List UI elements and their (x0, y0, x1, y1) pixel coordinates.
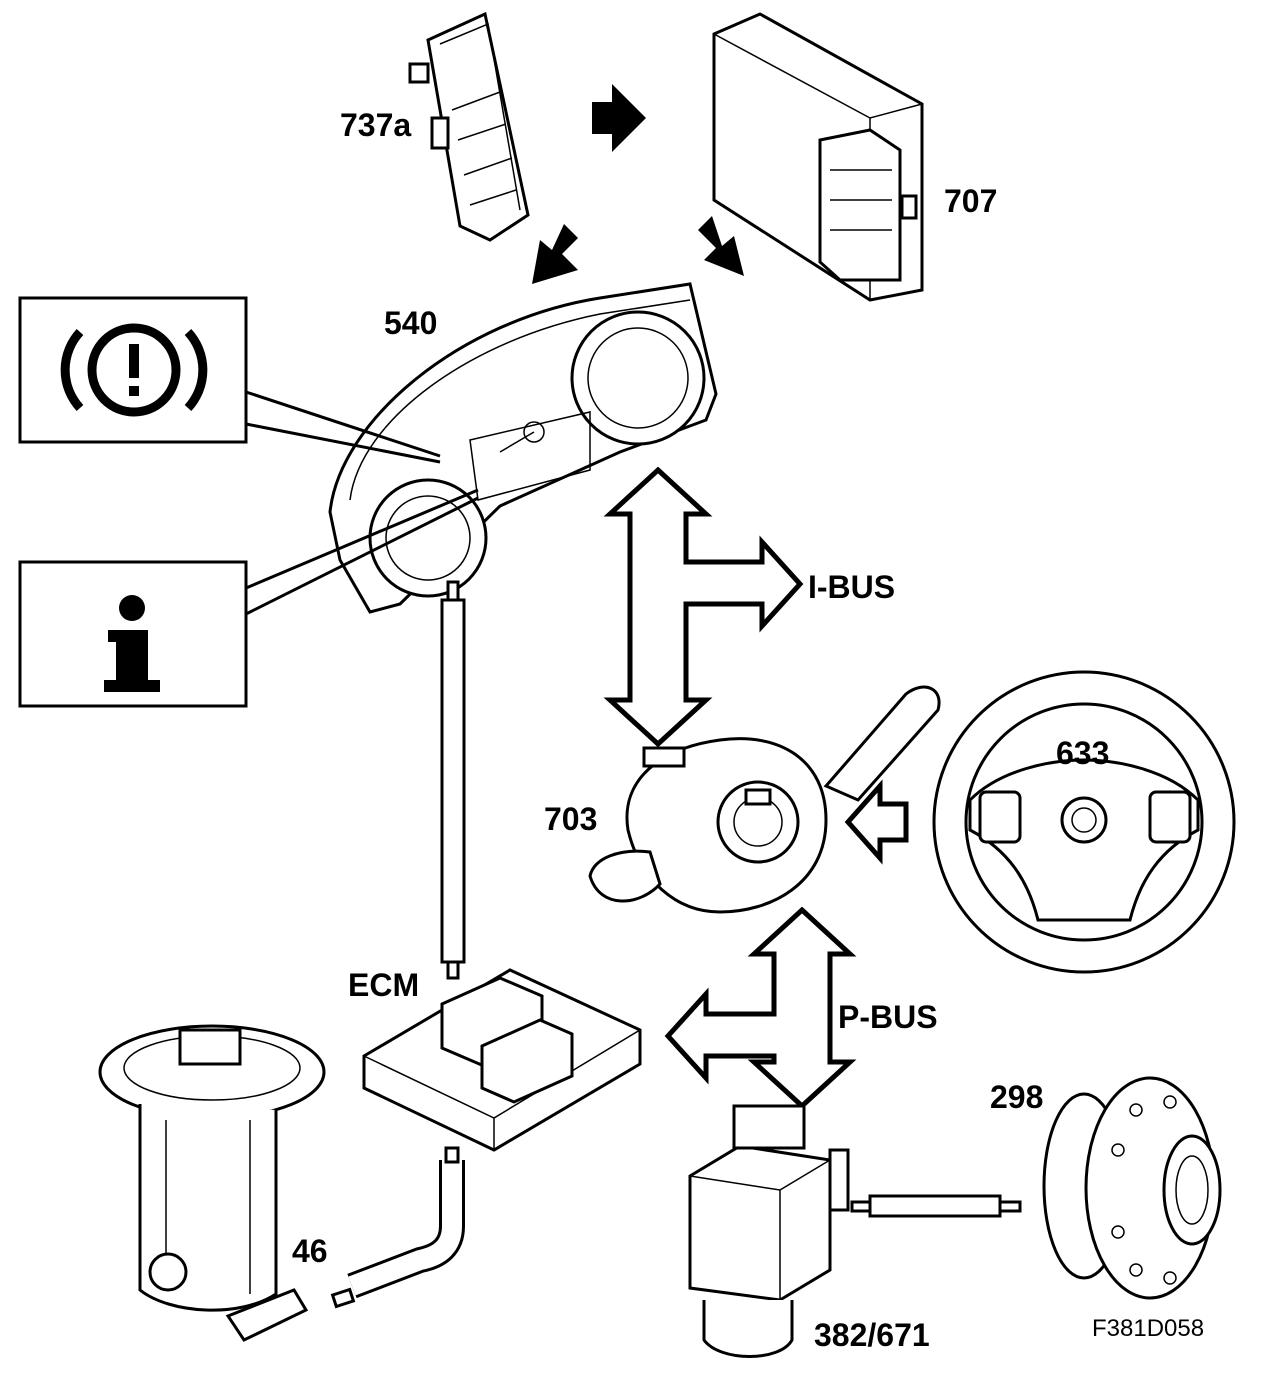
i-bus-arrow (603, 466, 804, 748)
label-p-bus: P-BUS (838, 999, 938, 1035)
info-icon (104, 595, 160, 692)
switch-panel-737a (408, 11, 530, 242)
down-arrow-icon-left (532, 224, 578, 284)
label-46: 46 (292, 1233, 328, 1269)
label-737a: 737a (340, 107, 411, 143)
right-arrow-icon (592, 84, 646, 152)
down-arrow-icon-right (698, 216, 744, 276)
abs-module-382-671 (688, 1104, 850, 1358)
steering-wheel-633 (932, 670, 1236, 974)
instrument-cluster-540 (328, 282, 718, 614)
label-540: 540 (384, 305, 437, 341)
label-382-671: 382/671 (814, 1317, 930, 1353)
label-633: 633 (1056, 735, 1109, 771)
control-module-707 (712, 12, 924, 302)
p-bus-arrow (664, 906, 857, 1110)
label-703: 703 (544, 801, 597, 837)
wheel-hub-298 (1042, 1076, 1222, 1300)
label-707: 707 (944, 183, 997, 219)
cluster-ecm-link (440, 580, 466, 980)
label-298: 298 (990, 1079, 1043, 1115)
label-i-bus: I-BUS (808, 569, 895, 605)
info-box (18, 560, 248, 708)
abs-hub-link (850, 1194, 1022, 1218)
ecm-fuel-pump-link (330, 1146, 465, 1309)
figure-code: F381D058 (1092, 1315, 1204, 1342)
ecm-module (362, 968, 642, 1152)
steering-column-module-703 (588, 685, 941, 914)
left-hollow-arrow-icon (844, 779, 909, 865)
brake-warning-box (18, 296, 248, 444)
brake-warning-icon (60, 323, 208, 417)
fuel-pump-46 (98, 1024, 326, 1342)
label-ecm: ECM (348, 967, 419, 1003)
